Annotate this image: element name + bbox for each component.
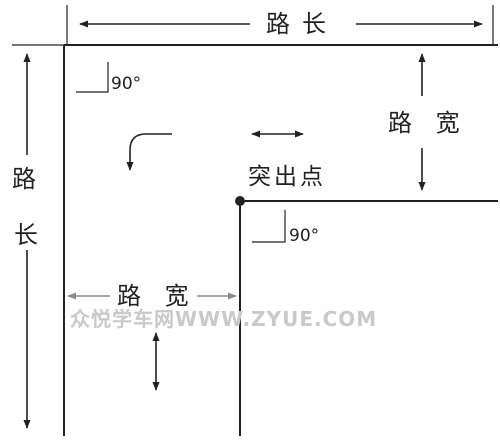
left-road-length-label-top: 路 (12, 165, 48, 193)
top-road-length-label: 路长 (266, 10, 338, 38)
right-road-width-label: 路 宽 (388, 109, 468, 137)
protruding-point-marker (235, 196, 245, 206)
turn-arrow (126, 133, 172, 171)
angle-label-corner: 90° (289, 226, 320, 246)
protruding-point-label: 突出点 (248, 164, 326, 190)
angle-label-top-left: 90° (111, 74, 142, 94)
angle-marker-corner (252, 210, 286, 243)
watermark-text: 众悦学车网WWW.ZYUE.COM (70, 307, 378, 331)
bottom-road-width-label: 路 宽 (117, 282, 197, 310)
left-road-length-label-bottom: 长 (14, 221, 50, 249)
angle-marker-top-left (76, 62, 109, 93)
